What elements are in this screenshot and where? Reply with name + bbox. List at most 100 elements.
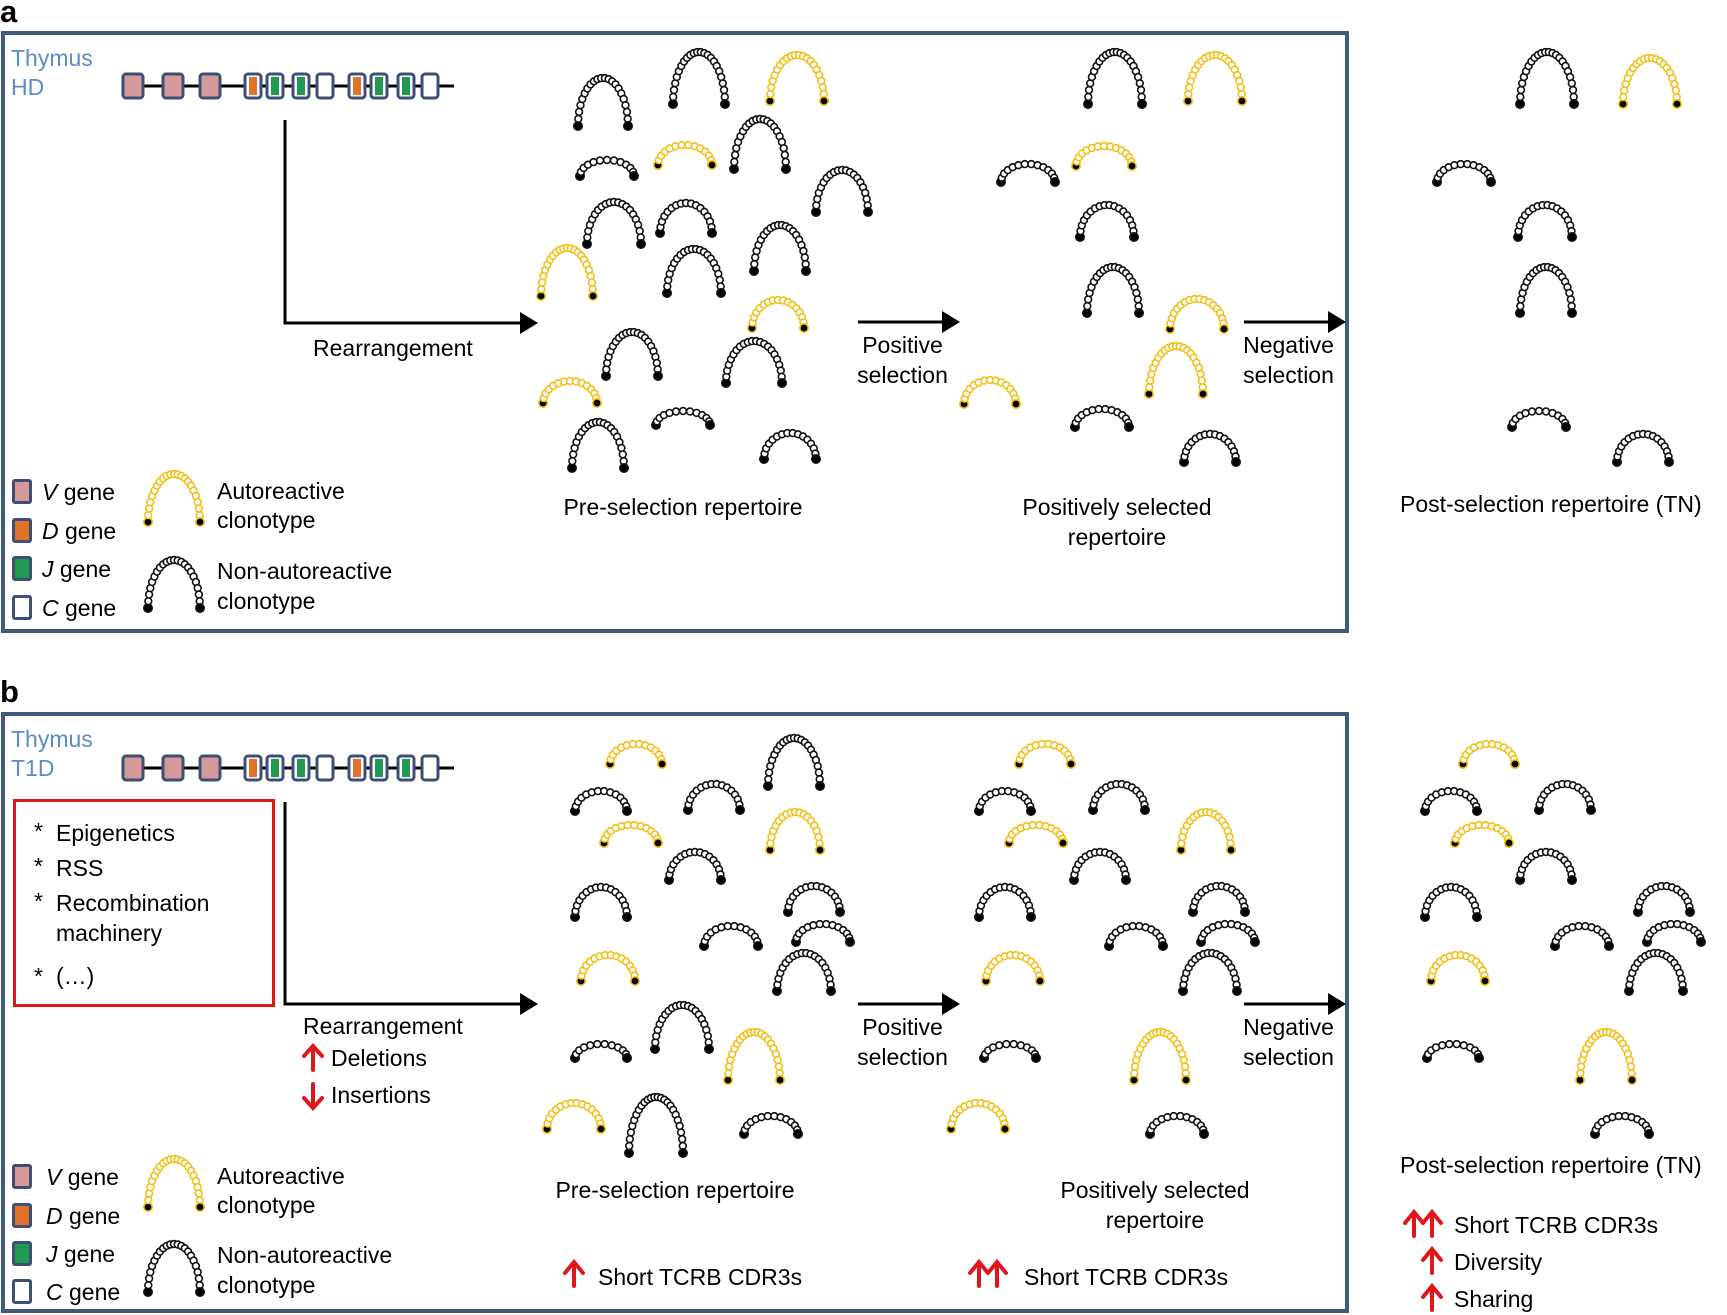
autoreactive-clonotype (1013, 739, 1077, 769)
panel-a-negative-selection-l1: Negative (1243, 332, 1334, 358)
panel-b-positive-selection-arrow (858, 993, 960, 1015)
panel-a-legend-autoreactive-l1: Autoreactive (217, 478, 345, 504)
panel-b-positive-selection-l1: Positive (862, 1014, 943, 1040)
autoreactive-clonotype (1458, 739, 1521, 769)
non-autoreactive-clonotype (1432, 159, 1497, 188)
panel-a-negative-selection-arrow (1244, 311, 1346, 333)
panel-b-factor-bullet-3: * (34, 888, 43, 914)
non-autoreactive-clonotype (758, 428, 821, 464)
autoreactive-clonotype (958, 375, 1021, 409)
non-autoreactive-clonotype (1075, 200, 1140, 243)
autoreactive-clonotype (1618, 53, 1683, 110)
autoreactive-clonotype (604, 739, 667, 769)
panel-b-legend-v-swatch (12, 1164, 32, 1189)
non-autoreactive-clonotype (1178, 948, 1243, 996)
non-autoreactive-clonotype (995, 159, 1061, 188)
panel-b-deletions-label: Deletions (331, 1045, 427, 1071)
panel-a-location-line1: Thymus (11, 45, 93, 71)
legend-non-autoreactive-icon (143, 555, 206, 613)
panel-a-legend-j-label: J gene (42, 556, 112, 582)
panel-a-legend-d-swatch (12, 518, 32, 543)
non-autoreactive-clonotype (771, 948, 836, 996)
panel-b-location-line2: T1D (11, 755, 55, 781)
non-autoreactive-clonotype (1513, 200, 1578, 243)
non-autoreactive-clonotype (566, 417, 629, 473)
panel-b-pre-selection-label: Pre-selection repertoire (555, 1177, 795, 1203)
legend-non-autoreactive-icon-b (143, 1239, 206, 1298)
panel-b-negative-selection-arrow (1244, 993, 1346, 1015)
autoreactive-clonotype (575, 950, 640, 986)
panel-b-legend-nonauto-l1: Non-autoreactive (217, 1242, 393, 1268)
panel-a-location-line2: HD (11, 74, 45, 100)
panel-a-legend-autoreactive-l2: clonotype (217, 507, 316, 533)
non-autoreactive-clonotype (1420, 786, 1483, 816)
panel-b-legend-j-label: J gene (46, 1241, 116, 1267)
panel-a-legend-nonauto-l1: Non-autoreactive (217, 558, 393, 584)
autoreactive-clonotype (1450, 820, 1515, 848)
non-autoreactive-clonotype (1179, 429, 1242, 467)
non-autoreactive-clonotype (1612, 429, 1675, 467)
autoreactive-clonotype (1003, 820, 1069, 848)
autoreactive-clonotype (535, 243, 598, 301)
panel-b-letter: b (0, 674, 19, 709)
panel-b-rearrangement-arrow (283, 802, 538, 1015)
panel-a-legend-v-swatch (12, 479, 32, 504)
non-autoreactive-clonotype (1515, 262, 1578, 318)
non-autoreactive-clonotype (661, 244, 726, 298)
autoreactive-clonotype (598, 820, 663, 848)
panel-b-pre-up-arrow (563, 1258, 585, 1288)
autoreactive-clonotype (945, 1098, 1010, 1135)
panel-b-factor-bullet-2: * (34, 853, 43, 879)
non-autoreactive-clonotype (569, 786, 632, 816)
non-autoreactive-clonotype (738, 1111, 803, 1140)
panel-b-post-note-3: Sharing (1454, 1286, 1534, 1312)
panel-b-post-note-2: Diversity (1454, 1249, 1543, 1275)
non-autoreactive-clonotype (1507, 406, 1572, 432)
non-autoreactive-clonotype (1642, 919, 1707, 947)
panel-b-factors-box (13, 799, 275, 1007)
panel-b-factor-bullet-4: * (34, 963, 43, 989)
non-autoreactive-clonotype (728, 114, 791, 175)
non-autoreactive-clonotype (1188, 881, 1251, 917)
non-autoreactive-clonotype (1515, 47, 1580, 110)
autoreactive-clonotype (537, 376, 602, 408)
panel-b-insertions-label: Insertions (331, 1082, 431, 1108)
autoreactive-clonotype (1129, 1027, 1192, 1086)
autoreactive-clonotype (722, 1027, 785, 1086)
non-autoreactive-clonotype (1420, 882, 1483, 922)
non-autoreactive-clonotype (1422, 1039, 1485, 1064)
panel-b-post-note-arrows (1403, 1208, 1443, 1312)
autoreactive-clonotype (1165, 294, 1230, 334)
autoreactive-clonotype (1426, 950, 1491, 986)
non-autoreactive-clonotype (762, 733, 825, 791)
panel-a-positive-selection-l1: Positive (862, 332, 943, 358)
non-autoreactive-clonotype (973, 882, 1037, 922)
panel-a-rearrangement-label: Rearrangement (313, 335, 473, 361)
panel-a-legend-d-label: D gene (42, 518, 117, 544)
panel-a-legend-j-swatch (12, 556, 32, 581)
panel-a-legend-v-label: V gene (42, 479, 115, 505)
autoreactive-clonotype (541, 1098, 606, 1135)
panel-b-frame (1, 712, 1349, 1313)
panel-b-factor-2: RSS (56, 855, 104, 881)
autoreactive-clonotype (1176, 807, 1237, 855)
panel-a-legend-nonauto-l2: clonotype (217, 588, 316, 614)
autoreactive-clonotype (1071, 141, 1138, 172)
panel-a-legend-c-swatch (12, 595, 32, 620)
panel-b-pos-double-up-arrow (968, 1258, 1008, 1288)
panel-b-negative-selection-l2: selection (1243, 1044, 1334, 1070)
non-autoreactive-clonotype (978, 1039, 1042, 1064)
non-autoreactive-clonotype (1145, 1111, 1210, 1140)
non-autoreactive-clonotype (1196, 919, 1261, 947)
panel-b-legend-j-swatch (12, 1241, 32, 1266)
legend-autoreactive-icon (143, 469, 206, 527)
non-autoreactive-clonotype (720, 336, 787, 388)
non-autoreactive-clonotype (1069, 847, 1132, 885)
non-autoreactive-clonotype (1088, 779, 1151, 815)
panel-a-post-selection-label: Post-selection repertoire (TN) (1400, 491, 1702, 517)
panel-b-location-line1: Thymus (11, 726, 93, 752)
panel-b-factor-3: Recombination (56, 890, 210, 916)
panel-b-legend-d-label: D gene (46, 1203, 121, 1229)
autoreactive-clonotype (1575, 1027, 1638, 1086)
non-autoreactive-clonotype (1515, 847, 1578, 885)
